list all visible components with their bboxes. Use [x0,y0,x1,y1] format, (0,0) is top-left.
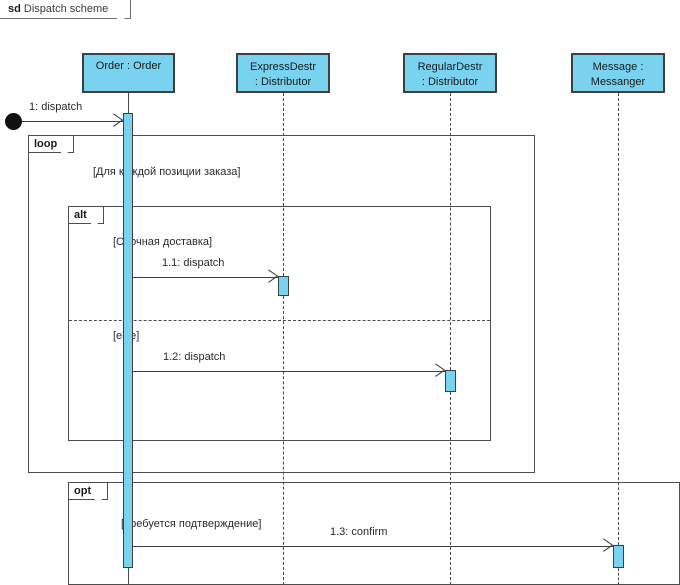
lifeline-head-messenger[interactable]: Message : Messanger [571,53,665,93]
lifeline-line-regular-upper [450,93,451,370]
lifeline-label-regular-line2: : Distributor [421,76,479,88]
found-message-start-dot [5,113,22,130]
message-label-1-1: 1.1: dispatch [162,257,225,269]
lifeline-line-order-upper [128,93,129,113]
fragment-loop-guard: [Для каждой позиции заказа] [93,166,241,178]
message-line-1-1[interactable] [133,277,278,278]
arrowhead-icon-message-1-1 [268,269,279,283]
fragment-opt-corner-icon [95,482,108,500]
lifeline-line-messenger-lower [618,568,619,585]
fragment-loop[interactable] [28,135,535,473]
lifeline-line-regular-lower [450,392,451,585]
message-line-1-2[interactable] [133,371,445,372]
frame-tab-corner-icon [117,0,131,19]
diagram-kind-keyword: sd [8,3,21,15]
lifeline-head-express[interactable]: ExpressDestr : Distributor [236,53,330,93]
diagram-frame-header: sd Dispatch scheme [0,0,132,19]
message-label-1-2: 1.2: dispatch [163,351,226,363]
lifeline-label-messenger-line2: Messanger [590,76,646,88]
lifeline-line-express-upper [283,93,284,276]
lifeline-head-regular[interactable]: RegularDestr : Distributor [403,53,497,93]
activation-bar-order[interactable] [123,113,133,568]
lifeline-head-order[interactable]: Order : Order [82,53,175,93]
activation-bar-messenger[interactable] [613,545,624,568]
fragment-loop-corner-icon [61,135,74,153]
fragment-alt-guard-1: [Срочная доставка] [113,236,213,248]
message-line-1-3[interactable] [133,546,613,547]
lifeline-line-messenger-upper [618,93,619,545]
lifeline-label-messenger-line1: Message : [592,61,644,73]
fragment-opt-operator: opt [69,482,109,500]
fragment-alt[interactable] [68,206,491,441]
lifeline-line-order-lower [128,568,129,585]
message-label-1-3: 1.3: confirm [330,526,388,538]
fragment-alt-corner-icon [91,206,104,224]
message-line-1[interactable] [22,121,123,122]
lifeline-label-order-line1: Order : Order [95,60,162,72]
diagram-name: Dispatch scheme [23,3,109,15]
lifeline-label-regular-line1: RegularDestr [417,61,483,73]
lifeline-label-express-line2: : Distributor [254,76,312,88]
fragment-alt-divider [69,320,490,321]
activation-bar-express[interactable] [278,276,289,296]
lifeline-label-express-line1: ExpressDestr [249,61,317,73]
arrowhead-icon-message-1-3 [603,538,614,552]
fragment-alt-operator: alt [69,207,104,224]
arrowhead-icon-message-1-2 [435,363,446,377]
arrowhead-icon-message-1 [113,113,124,127]
fragment-opt-guard: [Требуется подтверждение] [121,518,262,530]
message-label-1: 1: dispatch [29,101,83,113]
activation-bar-regular[interactable] [445,370,456,392]
fragment-loop-operator: loop [29,135,75,153]
